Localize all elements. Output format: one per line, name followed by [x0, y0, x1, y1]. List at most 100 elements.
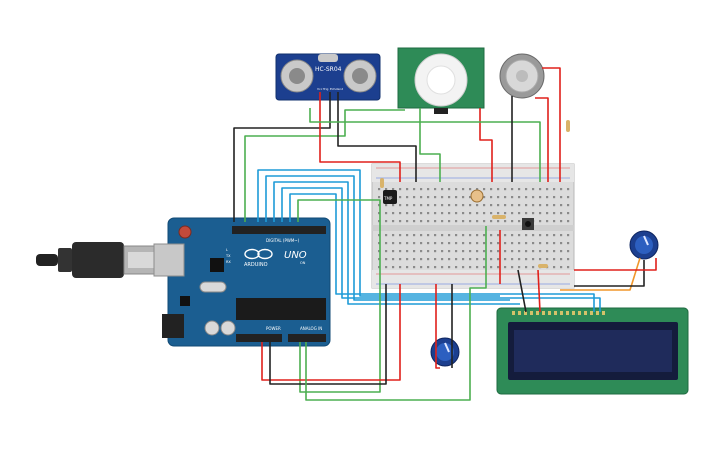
breadboard-hole: [490, 234, 493, 237]
wire-4: [337, 92, 417, 182]
breadboard-hole: [378, 220, 381, 223]
breadboard-hole: [483, 204, 486, 207]
breadboard-hole: [455, 220, 458, 223]
tmp-sensor-label: TMP: [383, 196, 393, 201]
breadboard-hole: [392, 242, 395, 245]
breadboard-hole: [483, 266, 486, 269]
wire-2: [244, 109, 405, 222]
breadboard-hole: [434, 266, 437, 269]
breadboard-hole: [406, 212, 409, 215]
breadboard-hole: [553, 212, 556, 215]
breadboard-hole: [525, 234, 528, 237]
wire-6: [479, 108, 493, 182]
lcd-pin: [518, 311, 521, 315]
breadboard-hole: [483, 258, 486, 261]
breadboard-hole: [553, 234, 556, 237]
arduino-analog-label: ANALOG IN: [300, 326, 322, 331]
breadboard-hole: [518, 220, 521, 223]
arduino-uno-board: ARDUINO UNO DIGITAL (PWM~) POWER ANALOG …: [153, 217, 331, 347]
lcd-pin: [536, 311, 539, 315]
breadboard-hole: [392, 266, 395, 269]
breadboard-hole: [392, 250, 395, 253]
breadboard-hole: [378, 212, 381, 215]
breadboard-hole: [462, 196, 465, 199]
breadboard-hole: [511, 188, 514, 191]
breadboard-hole: [553, 266, 556, 269]
resistor-4: [380, 178, 384, 188]
breadboard: [371, 163, 575, 289]
breadboard-hole: [413, 250, 416, 253]
breadboard-hole: [427, 242, 430, 245]
ultrasonic-model-label: HC-SR04: [315, 66, 342, 73]
breadboard-hole: [546, 212, 549, 215]
lcd-pin: [566, 311, 569, 315]
breadboard-hole: [546, 188, 549, 191]
breadboard-hole: [476, 242, 479, 245]
breadboard-hole: [497, 196, 500, 199]
breadboard-hole: [525, 242, 528, 245]
breadboard-hole: [532, 196, 535, 199]
breadboard-hole: [434, 242, 437, 245]
lcd-pin: [524, 311, 527, 315]
breadboard-hole: [525, 258, 528, 261]
breadboard-hole: [378, 266, 381, 269]
breadboard-hole: [427, 188, 430, 191]
breadboard-hole: [546, 234, 549, 237]
breadboard-hole: [399, 242, 402, 245]
breadboard-hole: [378, 196, 381, 199]
breadboard-hole: [441, 250, 444, 253]
breadboard-hole: [441, 196, 444, 199]
breadboard-hole: [539, 212, 542, 215]
breadboard-hole: [504, 220, 507, 223]
breadboard-hole: [532, 234, 535, 237]
breadboard-hole: [553, 220, 556, 223]
breadboard-hole: [427, 196, 430, 199]
breadboard-hole: [511, 220, 514, 223]
breadboard-hole: [420, 234, 423, 237]
breadboard-hole: [539, 204, 542, 207]
breadboard-hole: [483, 212, 486, 215]
wires: [233, 67, 657, 401]
breadboard-hole: [504, 204, 507, 207]
breadboard-hole: [497, 188, 500, 191]
breadboard-hole: [441, 234, 444, 237]
breadboard-hole: [469, 250, 472, 253]
breadboard-hole: [434, 212, 437, 215]
breadboard-hole: [483, 234, 486, 237]
breadboard-hole: [427, 204, 430, 207]
breadboard-hole: [539, 220, 542, 223]
lcd-pin: [602, 311, 605, 315]
breadboard-hole: [567, 242, 570, 245]
breadboard-hole: [441, 258, 444, 261]
breadboard-hole: [511, 250, 514, 253]
breadboard-hole: [406, 258, 409, 261]
breadboard-hole: [462, 242, 465, 245]
temperature-sensor: TMP: [383, 190, 397, 204]
ultrasonic-pin-gnd: Gnd: [337, 87, 343, 91]
breadboard-hole: [448, 212, 451, 215]
breadboard-hole: [434, 250, 437, 253]
breadboard-hole: [469, 266, 472, 269]
lcd-pin: [560, 311, 563, 315]
breadboard-hole: [476, 258, 479, 261]
arduino-on-label: ON: [300, 261, 306, 265]
breadboard-hole: [546, 220, 549, 223]
lcd-pin: [554, 311, 557, 315]
breadboard-hole: [448, 242, 451, 245]
breadboard-hole: [392, 212, 395, 215]
breadboard-hole: [406, 266, 409, 269]
gas-sensor: [499, 53, 545, 99]
breadboard-hole: [406, 204, 409, 207]
push-button: [522, 218, 534, 230]
breadboard-hole: [455, 242, 458, 245]
breadboard-hole: [567, 220, 570, 223]
wire-9: [542, 67, 561, 182]
breadboard-hole: [462, 204, 465, 207]
lcd-pin: [572, 311, 575, 315]
breadboard-hole: [560, 266, 563, 269]
breadboard-hole: [560, 204, 563, 207]
breadboard-hole: [469, 234, 472, 237]
arduino-brand-text: ARDUINO: [244, 262, 268, 268]
breadboard-hole: [525, 204, 528, 207]
breadboard-hole: [553, 204, 556, 207]
